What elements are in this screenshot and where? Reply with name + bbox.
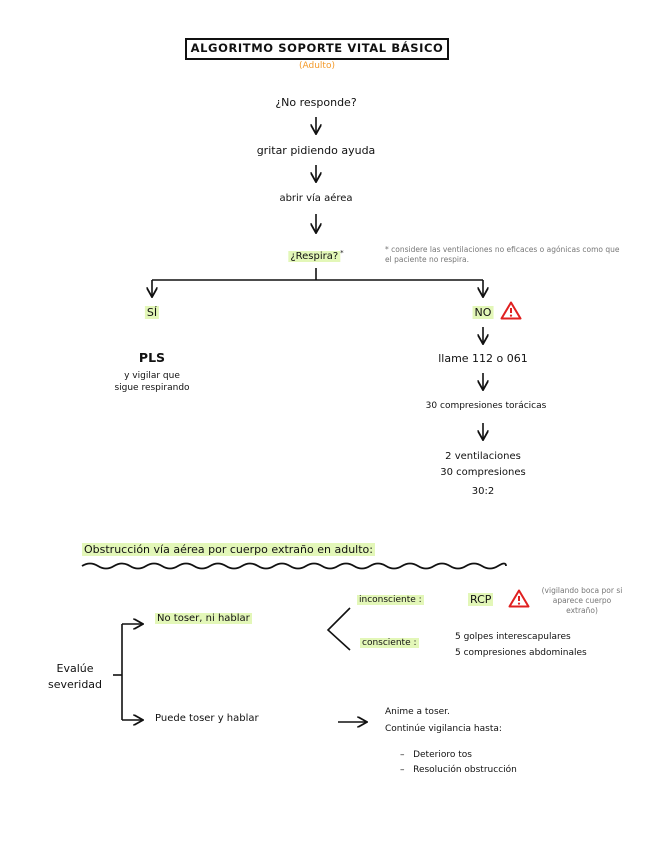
- title-underline: [81, 562, 507, 570]
- assess-line-2: severidad: [47, 678, 103, 691]
- pls-detail-2: sigue respirando: [114, 383, 190, 393]
- ventilation-note: * considere las ventilaciones no eficace…: [385, 245, 620, 265]
- unconscious-action: RCP: [468, 593, 494, 606]
- severe-label: No toser, ni hablar: [155, 613, 252, 624]
- no-label: NO: [472, 306, 494, 319]
- cycle-ventilations: 2 ventilaciones: [445, 451, 521, 462]
- chest-compressions: 30 compresiones torácicas: [425, 401, 547, 411]
- step-abrir-via-aerea: abrir vía aérea: [279, 193, 353, 204]
- title-box: [185, 38, 449, 60]
- mild-action-1: Anime a toser.: [385, 707, 450, 717]
- pls-label: PLS: [138, 350, 166, 365]
- until-item-2: – Resolución obstrucción: [400, 765, 517, 775]
- warning-icon: [500, 301, 522, 320]
- step-no-responde: ¿No responde?: [275, 96, 357, 109]
- yes-label: SÍ: [144, 306, 160, 319]
- mild-label: Puede toser y hablar: [155, 713, 259, 724]
- cycle-compressions: 30 compresiones: [440, 467, 526, 478]
- conscious-action-2: 5 compresiones abdominales: [455, 648, 587, 658]
- assess-line-1: Evalúe: [56, 662, 94, 675]
- page-subtitle: (Adulto): [299, 61, 335, 71]
- call-emergency: llame 112 o 061: [438, 352, 528, 365]
- mild-action-2: Continúe vigilancia hasta:: [385, 724, 502, 734]
- obstruction-title: Obstrucción vía aérea por cuerpo extraño…: [82, 543, 375, 556]
- until-item-1: – Deterioro tos: [400, 750, 472, 760]
- severe-fork: [326, 607, 351, 651]
- warning-icon: [508, 589, 530, 608]
- step-gritar-ayuda: gritar pidiendo ayuda: [256, 144, 376, 157]
- unconscious-label: inconsciente :: [357, 595, 424, 605]
- pls-detail-1: y vigilar que: [124, 371, 180, 381]
- step-respira: ¿Respira?*: [288, 249, 344, 263]
- cycle-ratio: 30:2: [471, 486, 495, 497]
- unconscious-note: (vigilando boca por si aparece cuerpo ex…: [541, 586, 623, 616]
- page-title: ALGORITMO SOPORTE VITAL BÁSICO: [190, 41, 444, 55]
- conscious-action-1: 5 golpes interescapulares: [455, 632, 571, 642]
- conscious-label: consciente :: [360, 638, 419, 648]
